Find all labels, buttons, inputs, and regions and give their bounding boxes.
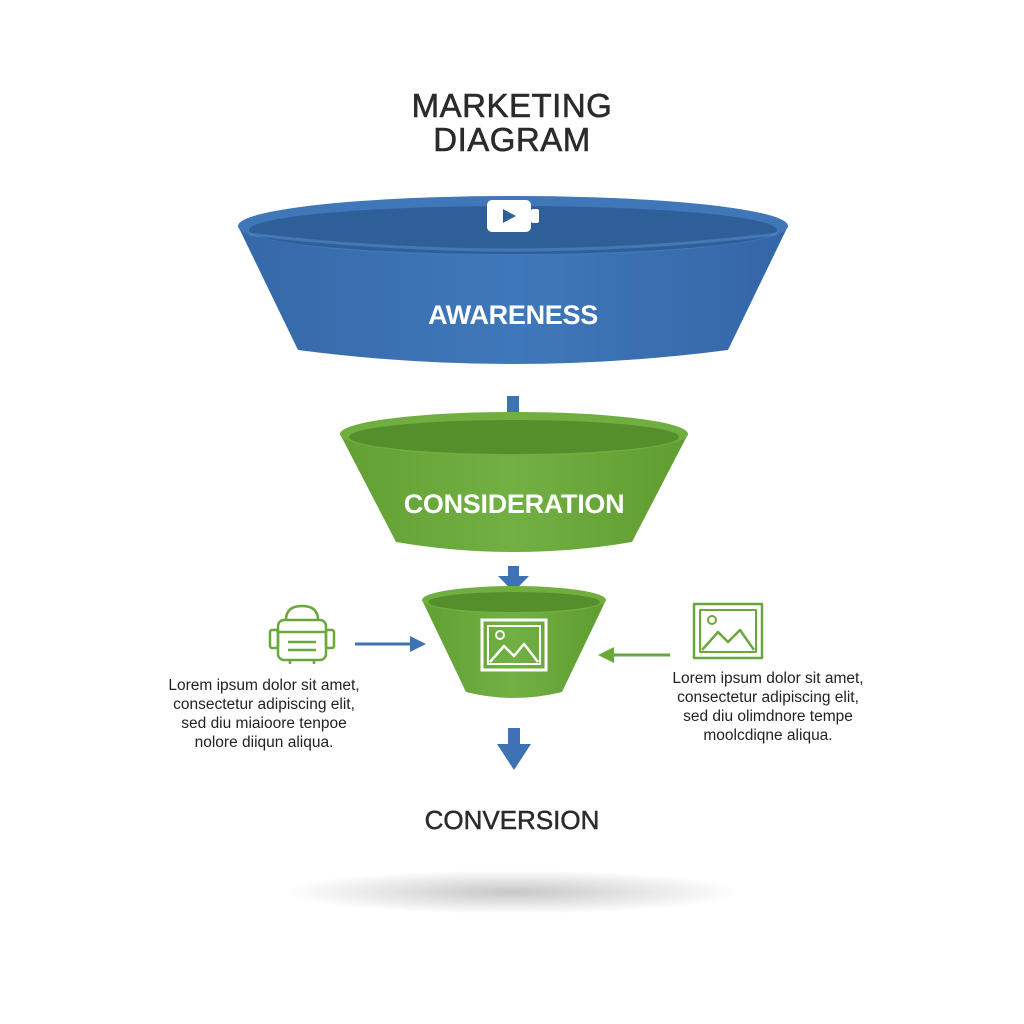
page-title-line-2: DIAGRAM xyxy=(433,121,591,158)
right-callout-text: Lorem ipsum dolor sit amet, consectetur … xyxy=(672,670,864,744)
stage-label-conversion: CONVERSION xyxy=(424,805,600,836)
floor-shadow xyxy=(282,870,742,914)
video-camera-icon xyxy=(487,200,539,232)
robot-icon xyxy=(268,604,336,664)
image-icon-right xyxy=(692,602,764,660)
stage-label-consideration: CONSIDERATION xyxy=(403,489,625,519)
arrow-down-2 xyxy=(498,566,529,592)
stage-label-awareness: AWARENESS xyxy=(428,300,598,330)
funnel-stage-consideration xyxy=(340,412,688,552)
funnel-stage-bottom xyxy=(422,586,606,698)
left-callout-text: Lorem ipsum dolor sit amet, consectetur … xyxy=(168,677,360,751)
arrow-right xyxy=(355,636,426,652)
image-icon xyxy=(480,618,548,672)
page-title-line-1: MARKETING xyxy=(411,87,613,124)
arrow-left xyxy=(598,647,670,663)
arrow-down-3 xyxy=(497,728,531,770)
